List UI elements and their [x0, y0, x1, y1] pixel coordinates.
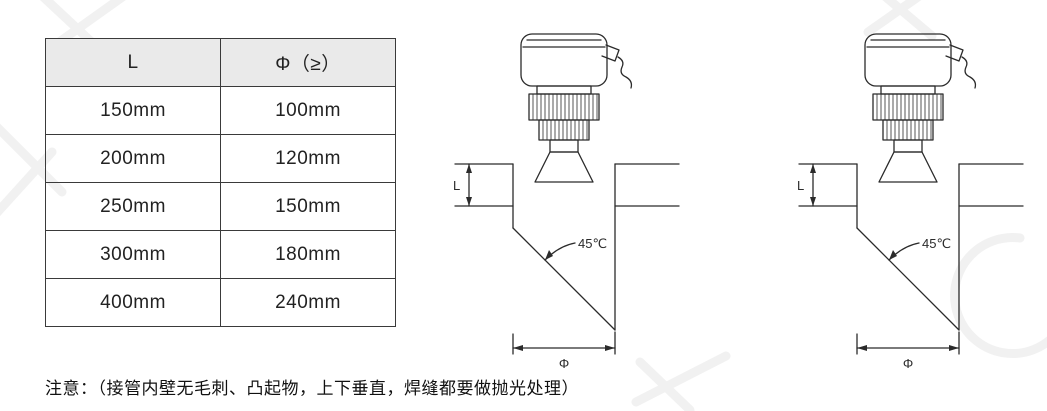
table-cell: 150mm [220, 182, 396, 231]
angle-label: 45℃ [578, 236, 607, 251]
arrowhead [857, 345, 867, 351]
knurled-nut [872, 93, 944, 121]
cable-gland-icon [945, 44, 964, 62]
bevel-45-line [512, 227, 616, 331]
table-header-phi: Φ（≥） [220, 38, 396, 87]
threaded-ring [538, 119, 590, 141]
table-cell: 120mm [220, 134, 396, 183]
knurled-nut [528, 93, 600, 121]
table-row: 300mm 180mm [45, 230, 396, 279]
arrowhead [810, 197, 816, 206]
table-cell: 240mm [220, 278, 396, 327]
table-cell: 100mm [220, 86, 396, 135]
note-text: 注意：（接管内壁无毛刺、凸起物，上下垂直，焊缝都要做抛光处理） [45, 379, 579, 398]
nozzle-pipe [798, 163, 1024, 331]
dimension-lines [812, 163, 960, 355]
table-cell: 250mm [45, 182, 221, 231]
sensor-housing [520, 33, 633, 95]
bevel-45-line [856, 227, 960, 331]
arrowhead [810, 164, 816, 173]
dim-phi-label: Φ [903, 356, 913, 371]
table-cell: 200mm [45, 134, 221, 183]
table-cell: 180mm [220, 230, 396, 279]
dim-l-label: L [797, 178, 804, 193]
cable-icon [961, 56, 977, 89]
table-row: 200mm 120mm [45, 134, 396, 183]
arrowhead [889, 250, 897, 260]
table-header-row: L Φ（≥） [45, 38, 396, 87]
installation-diagram-right: L 45℃ Φ [797, 33, 1024, 371]
angle-label: 45℃ [922, 236, 951, 251]
cable-gland-icon [601, 44, 620, 62]
nozzle-pipe [454, 163, 680, 331]
sensor-horn [534, 139, 594, 183]
table-cell: 400mm [45, 278, 221, 327]
installation-diagram-left: L 45℃ Φ [453, 33, 680, 371]
arrowhead [466, 164, 472, 173]
table-cell: 300mm [45, 230, 221, 279]
arrowhead [545, 250, 553, 260]
dimension-lines [468, 163, 616, 355]
table-row: 250mm 150mm [45, 182, 396, 231]
arrowhead [466, 197, 472, 206]
table-row: 150mm 100mm [45, 86, 396, 135]
sensor-horn [878, 139, 938, 183]
table-row: 400mm 240mm [45, 278, 396, 327]
table-cell: 150mm [45, 86, 221, 135]
cable-icon [617, 56, 633, 89]
table-header-L: L [45, 38, 221, 87]
dim-l-label: L [453, 178, 460, 193]
arrowhead [513, 345, 523, 351]
dim-phi-label: Φ [559, 356, 569, 371]
spec-table: L Φ（≥） 150mm 100mm 200mm 120mm 250mm 150… [45, 38, 396, 327]
arrowhead [605, 345, 615, 351]
threaded-ring [882, 119, 934, 141]
arrowhead [949, 345, 959, 351]
sensor-housing [864, 33, 977, 95]
